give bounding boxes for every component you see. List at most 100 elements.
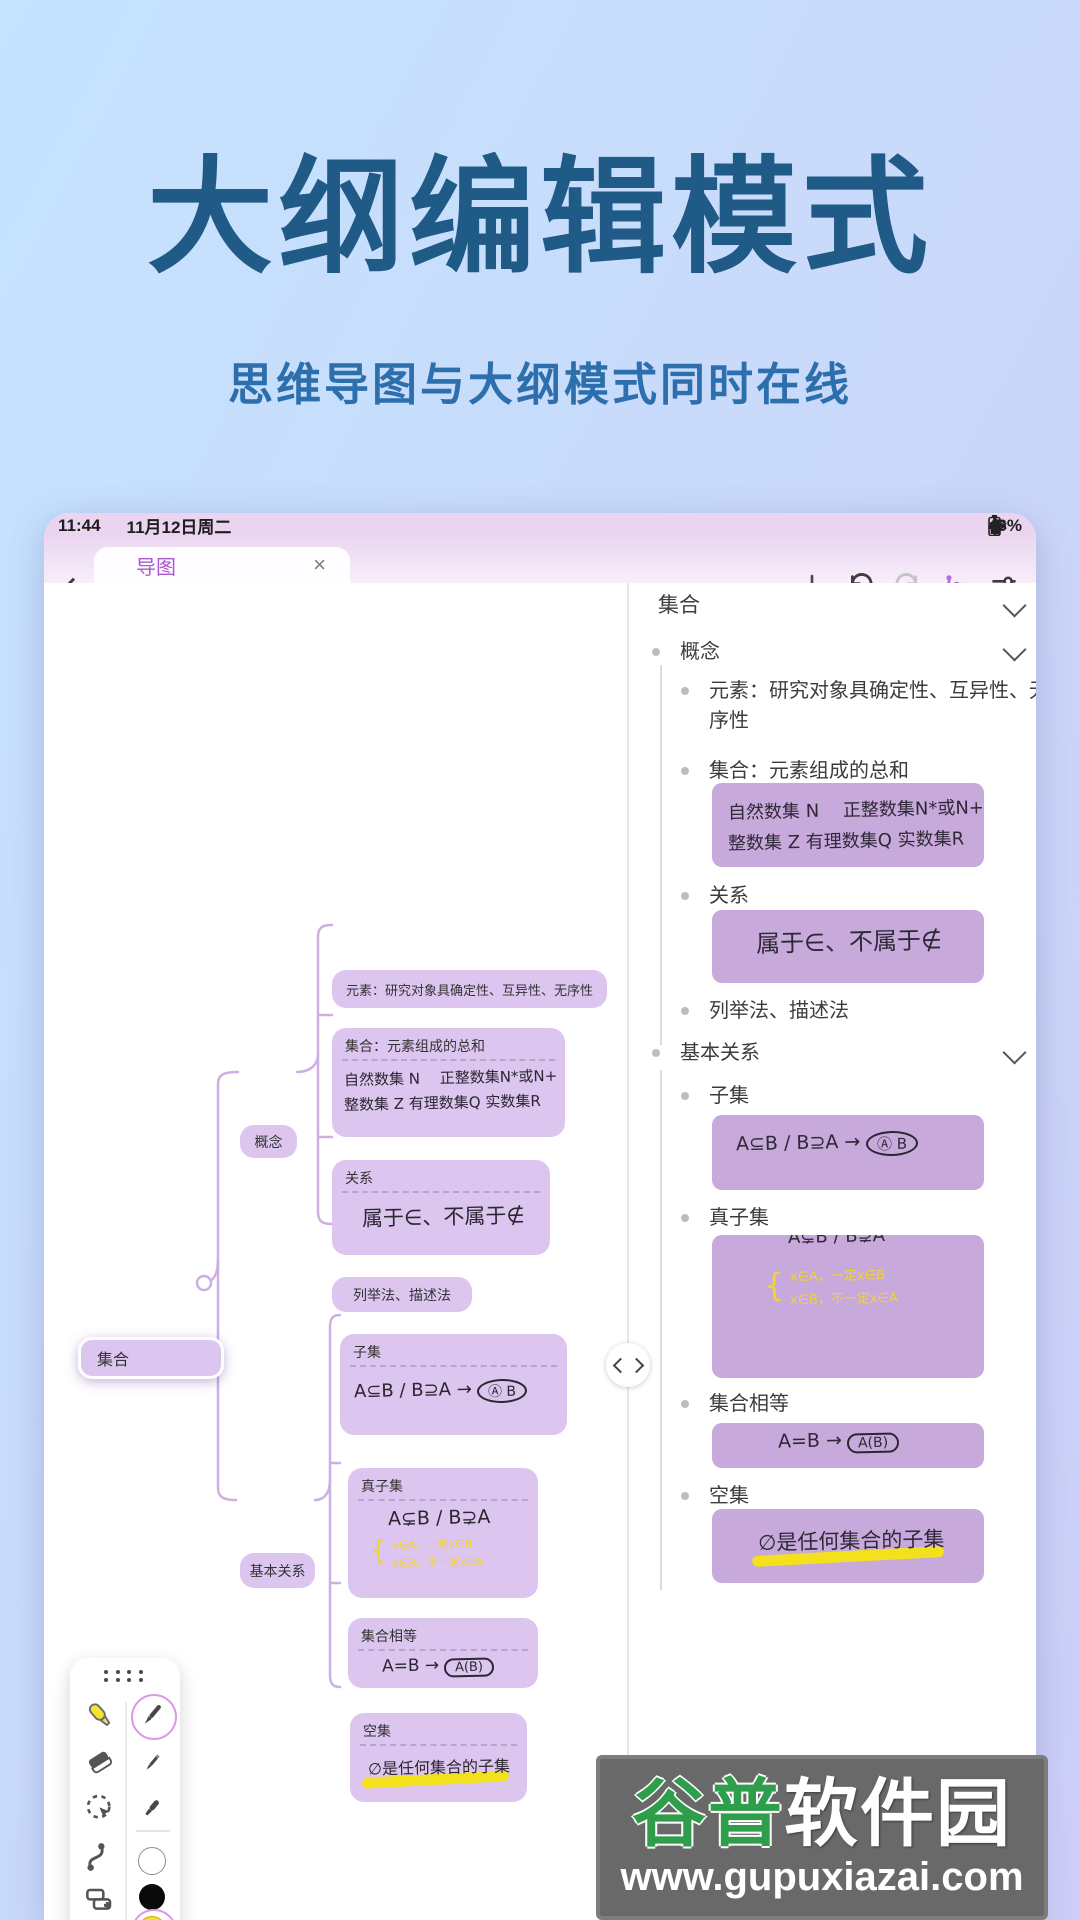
bullet-icon <box>681 1007 689 1015</box>
tree-guide-line <box>660 1070 662 1590</box>
panel-divider <box>627 583 629 1920</box>
handwriting: 属于∈、不属于∉ <box>361 1203 525 1231</box>
outline-row-set[interactable]: 集合 <box>658 591 700 621</box>
handwriting: x∈B，不一定x∈A <box>391 1555 483 1570</box>
panel-resize-handle[interactable] <box>606 1343 650 1387</box>
outline-handwriting-image[interactable]: A⊊B / B⊋A { x∈A，一定x∈B x∈B，不一定x∈A <box>712 1235 984 1378</box>
outline-row-equal[interactable]: 集合相等 <box>681 1389 789 1419</box>
node-title: 关系 <box>345 1170 373 1186</box>
node-set-equal[interactable]: 集合相等 A=B → A(B) <box>348 1618 538 1688</box>
add-node-icon[interactable] <box>83 1883 117 1917</box>
toolbar-divider <box>136 1830 170 1832</box>
bullet-icon <box>652 1049 660 1057</box>
chevron-right-icon <box>628 1357 644 1373</box>
outline-label: 基本关系 <box>680 1042 760 1064</box>
handwriting: ∅是任何集合的子集 <box>757 1527 945 1555</box>
highlighter-icon[interactable] <box>83 1698 117 1732</box>
bullet-icon <box>681 767 689 775</box>
handwriting: x∈B，不一定x∈A <box>790 1290 899 1309</box>
outline-row-basic[interactable]: 基本关系 <box>652 1038 760 1068</box>
node-title: 概念 <box>254 1133 283 1150</box>
handwriting-circle: A(B) <box>443 1657 495 1678</box>
node-root-set[interactable]: 集合 <box>78 1337 224 1379</box>
bullet-icon <box>681 892 689 900</box>
outline-row-empty[interactable]: 空集 <box>681 1481 749 1511</box>
drag-handle-icon[interactable] <box>104 1670 146 1682</box>
node-relation[interactable]: 关系 属于∈、不属于∉ <box>332 1160 550 1255</box>
node-basic-relations[interactable]: 基本关系 <box>240 1553 315 1588</box>
handwriting-circle: Ⓐ B <box>476 1378 528 1404</box>
handwriting: x∈A，一定x∈B <box>391 1537 472 1552</box>
outline-label: 元素：研究对象具确定性、互异性、无序性 <box>709 680 1036 732</box>
node-divider <box>342 1191 540 1193</box>
outline-row-concept[interactable]: 概念 <box>652 637 720 667</box>
outline-row-relation[interactable]: 关系 <box>681 881 749 911</box>
outline-handwriting-image[interactable]: A⊆B / B⊇A → Ⓐ B <box>712 1115 984 1190</box>
node-title: 基本关系 <box>249 1562 306 1579</box>
outline-label: 列举法、描述法 <box>709 1000 849 1022</box>
handwriting-brace: { <box>763 1265 785 1305</box>
node-proper-subset[interactable]: 真子集 A⊊B / B⊋A { x∈A，一定x∈B x∈B，不一定x∈A <box>348 1468 538 1598</box>
outline-label: 真子集 <box>709 1207 769 1229</box>
outline-panel: 集合 概念 元素：研究对象具确定性、互异性、无序性 集合：元素组成的总和 自然数… <box>629 583 1036 1920</box>
collapse-chevron-icon[interactable] <box>1002 637 1027 662</box>
node-title: 子集 <box>353 1344 381 1360</box>
node-title: 集合相等 <box>361 1628 417 1644</box>
collapse-chevron-icon[interactable] <box>1002 1040 1027 1065</box>
handwriting-circle: Ⓐ B <box>865 1130 918 1157</box>
color-yellow-swatch[interactable] <box>135 1913 169 1920</box>
chevron-left-icon <box>612 1357 628 1373</box>
bullet-icon <box>681 1214 689 1222</box>
outline-row-proper-subset[interactable]: 真子集 <box>681 1203 769 1233</box>
eraser-icon[interactable] <box>83 1745 117 1779</box>
outline-label: 子集 <box>709 1085 749 1107</box>
node-divider <box>360 1744 517 1746</box>
status-date: 11月12日周二 <box>126 518 232 537</box>
outline-handwriting-image[interactable]: 属于∈、不属于∉ <box>712 910 984 983</box>
node-divider <box>350 1365 557 1367</box>
handwriting: A⊊B / B⊋A <box>387 1505 491 1531</box>
outline-label: 集合相等 <box>709 1393 789 1415</box>
outline-handwriting-image[interactable]: 自然数集 N 正整数集N*或N+ 整数集 Z 有理数集Q 实数集R <box>712 783 984 867</box>
pen-icon[interactable] <box>135 1698 169 1732</box>
close-tab-icon[interactable]: × <box>313 552 326 577</box>
node-subset[interactable]: 子集 A⊆B / B⊇A → Ⓐ B <box>340 1334 567 1435</box>
watermark: 谷普软件园 www.gupuxiazai.com <box>596 1755 1048 1920</box>
color-white-swatch[interactable] <box>135 1844 169 1878</box>
node-title: 真子集 <box>361 1478 403 1494</box>
handwriting: A⊊B / B⊋A <box>787 1235 886 1249</box>
status-bar: 11:44 11月12日周二 46% <box>44 513 1036 538</box>
connector-curve-icon[interactable] <box>83 1840 117 1874</box>
bullet-icon <box>681 687 689 695</box>
tab-mindmap[interactable]: 导图 × <box>94 547 350 583</box>
handwriting: ∅是任何集合的子集 <box>367 1756 511 1779</box>
outline-row-methods[interactable]: 列举法、描述法 <box>681 996 849 1026</box>
handwriting: 整数集 Z 有理数集Q 实数集R <box>727 828 965 855</box>
node-methods[interactable]: 列举法、描述法 <box>332 1277 472 1312</box>
tab-bar: 导图 × <box>44 538 1036 601</box>
handwriting: A=B → <box>777 1429 843 1453</box>
outline-row-composition[interactable]: 集合：元素组成的总和 <box>681 756 909 786</box>
bullet-icon <box>681 1492 689 1500</box>
marker-icon[interactable] <box>135 1791 169 1825</box>
app-screenshot: 11:44 11月12日周二 46% <box>44 513 1036 1920</box>
hero-title: 大纲编辑模式 <box>147 147 933 288</box>
node-divider <box>358 1499 528 1501</box>
color-black-swatch[interactable] <box>135 1880 169 1914</box>
lasso-select-icon[interactable] <box>83 1791 117 1825</box>
node-concept[interactable]: 概念 <box>240 1125 297 1158</box>
node-empty-set[interactable]: 空集 ∅是任何集合的子集 <box>350 1713 527 1802</box>
node-composition[interactable]: 集合：元素组成的总和 自然数集 N 正整数集N*或N+ 整数集 Z 有理数集Q … <box>332 1028 565 1137</box>
outline-row-subset[interactable]: 子集 <box>681 1081 749 1111</box>
pencil-icon[interactable] <box>135 1746 169 1780</box>
collapse-chevron-icon[interactable] <box>1002 593 1027 618</box>
connector-lines <box>195 923 342 1689</box>
node-element[interactable]: 元素：研究对象具确定性、互异性、无序性 <box>332 970 607 1008</box>
mindmap-canvas[interactable]: 元素：研究对象具确定性、互异性、无序性 集合：元素组成的总和 自然数集 N 正整… <box>44 583 627 1920</box>
outline-row-element[interactable]: 元素：研究对象具确定性、互异性、无序性 <box>681 676 1036 736</box>
outline-handwriting-image[interactable]: ∅是任何集合的子集 <box>712 1509 984 1583</box>
handwriting-circle: A(B) <box>846 1432 900 1454</box>
outline-handwriting-image[interactable]: A=B → A(B) <box>712 1423 984 1468</box>
handwriting: 属于∈、不属于∉ <box>755 926 943 958</box>
handwriting: x∈A，一定x∈B <box>790 1268 886 1285</box>
